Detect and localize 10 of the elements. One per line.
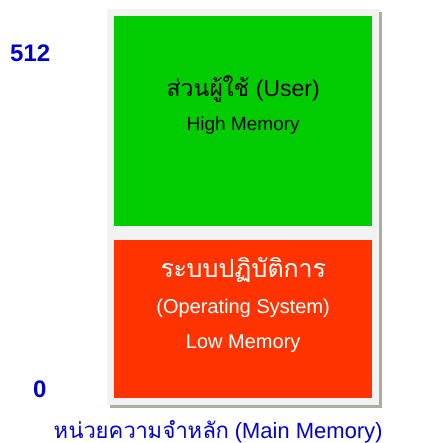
address-label: 512 [10,39,50,69]
caption: หน่วยความจำหลัก (Main Memory) [52,417,384,443]
memory-block [114,240,372,398]
memory-block [114,16,372,226]
block-label: High Memory [186,112,300,136]
block-label: Low Memory [186,330,300,356]
block-label: ระบบปฏิบัติการ [160,254,326,285]
address-label: 0 [33,375,46,405]
block-label: ส่วนผู้ใช้ (User) [166,74,320,103]
block-label: (Operating System) [156,295,330,320]
